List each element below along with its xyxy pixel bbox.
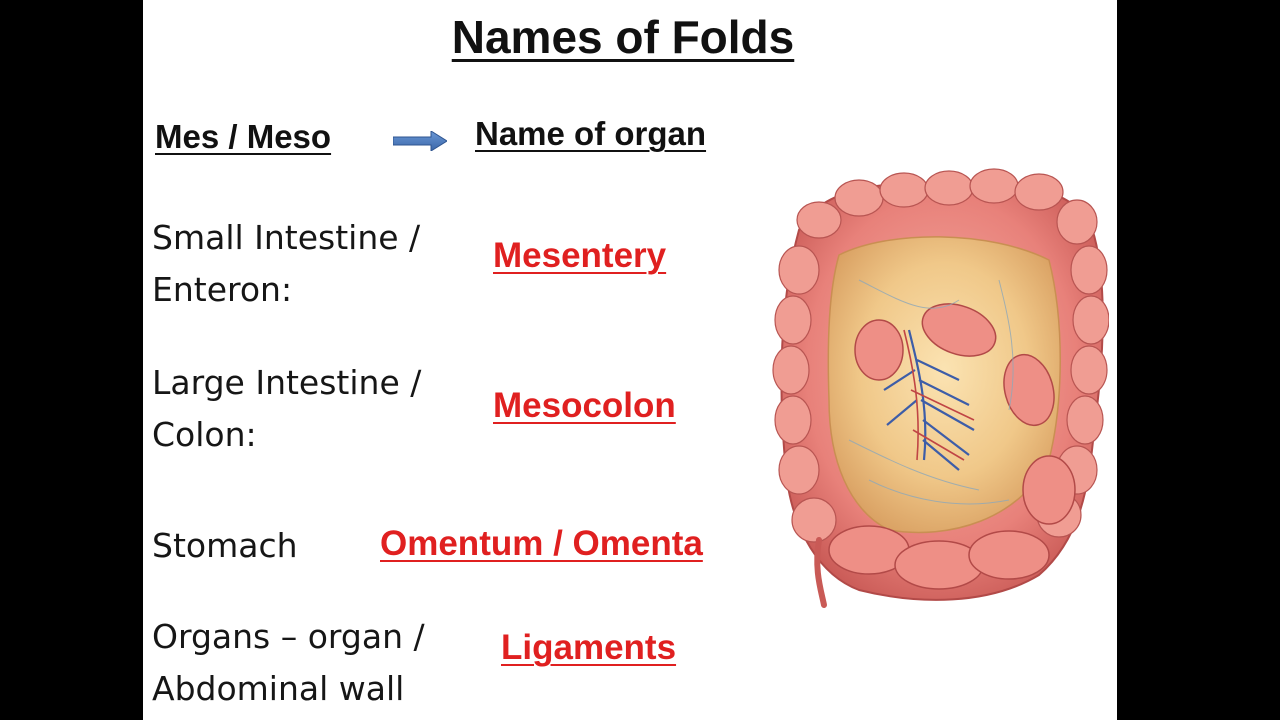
header-mes-meso: Mes / Meso [155, 118, 332, 155]
slide-title: Names of Folds [451, 11, 795, 63]
organ-term-small-intestine: Small Intestine / Enteron: [152, 218, 421, 309]
fold-name-mesocolon: Mesocolon [493, 386, 676, 425]
right-arrow-icon [393, 131, 447, 151]
fold-name-mesentery: Mesentery [493, 236, 667, 275]
organ-term-organs-wall: Organs – organ / Abdominal wall [152, 617, 425, 708]
slide: Names of Folds Mes / Meso Name of organ … [143, 0, 1117, 720]
header-name-of-organ: Name of organ [475, 115, 707, 152]
organ-term-large-intestine: Large Intestine / Colon: [152, 363, 422, 454]
fold-name-ligaments: Ligaments [501, 628, 677, 667]
organ-term-stomach: Stomach [152, 526, 298, 565]
intestine-mesentery-illustration [772, 168, 1109, 608]
fold-name-omentum: Omentum / Omenta [380, 524, 703, 563]
